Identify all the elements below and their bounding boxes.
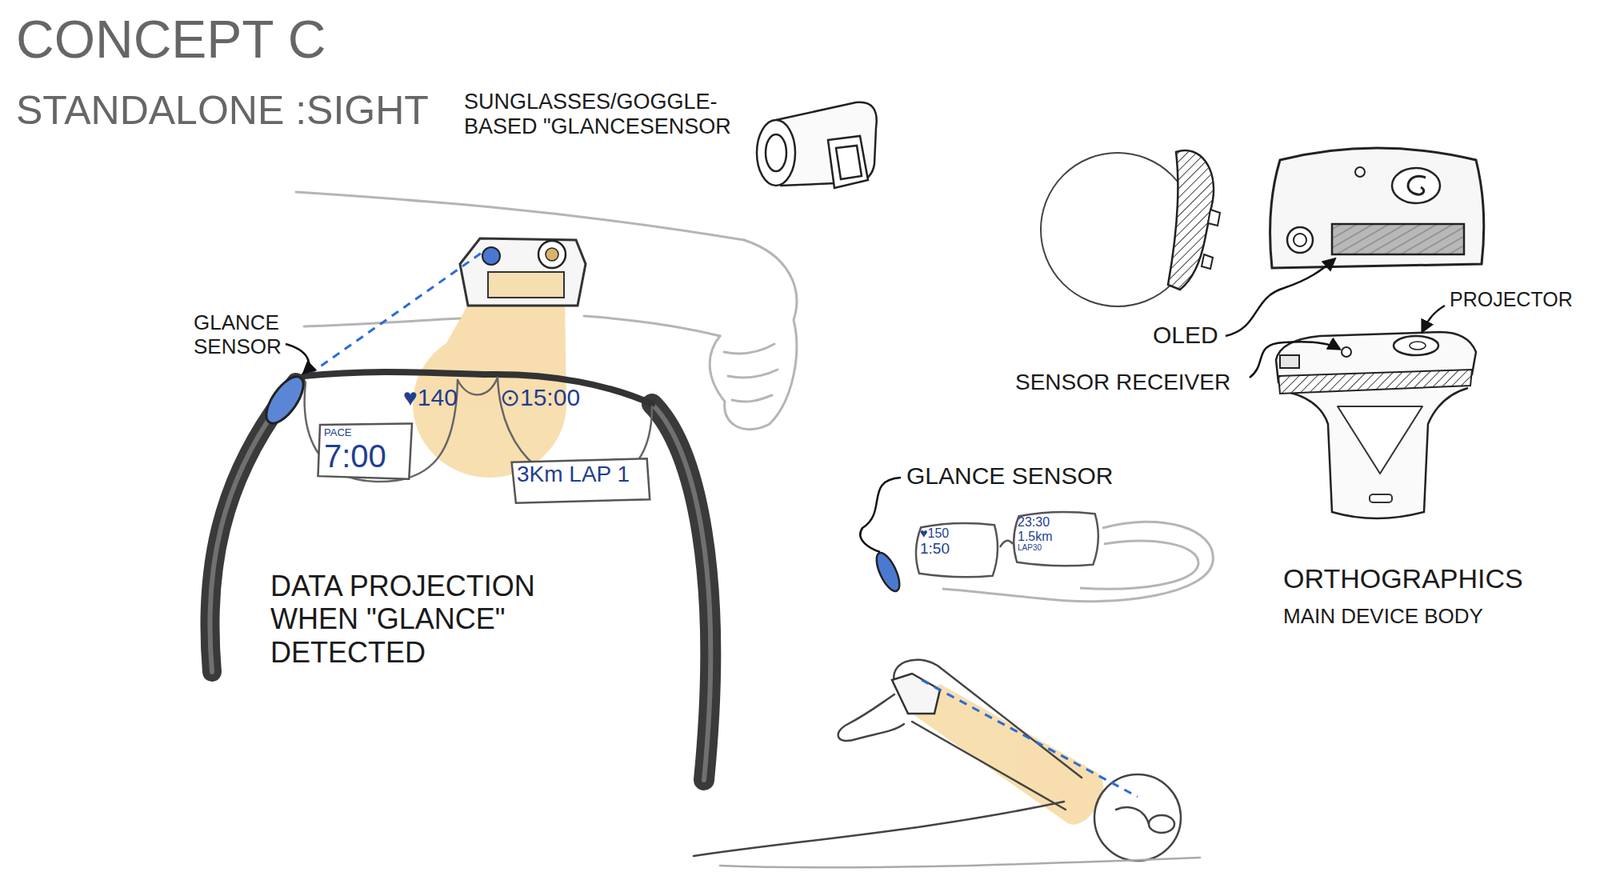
glance-sensor-module	[756, 102, 877, 188]
leader-line	[1225, 259, 1445, 378]
goggle-lens: 23:301.5kmLAP30	[1009, 510, 1103, 568]
hud-readout: 1:50	[920, 540, 950, 558]
view-subtitle: MAIN DEVICE BODY	[1283, 604, 1484, 629]
callout-label: GLANCE SENSOR	[906, 462, 1113, 491]
swimmer-sketch	[693, 660, 1200, 868]
callout-label: PROJECTOR	[1449, 288, 1573, 312]
hud-readout: 7:00	[324, 438, 387, 474]
hud-readout: ⊙15:00	[500, 384, 580, 412]
hud-readout: 1.5km	[1017, 529, 1053, 544]
wrist-device	[892, 673, 940, 714]
annotation: SUNGLASSES/GOGGLE- BASED "GLANCESENSOR	[464, 89, 784, 140]
top-view	[1270, 148, 1484, 268]
goggle-lens: ♥1501:50	[912, 521, 1002, 580]
sunglasses	[209, 372, 711, 780]
glance-ray	[297, 252, 482, 383]
hud-readout: ♥150	[920, 526, 949, 541]
leader-line	[860, 477, 901, 552]
title: CONCEPT C	[16, 9, 327, 71]
hud-pane: PACE7:00	[316, 422, 416, 481]
glance-sensor	[259, 371, 311, 430]
hud-readout: PACE	[324, 427, 352, 439]
side-view	[1040, 150, 1220, 307]
view-title: ORTHOGRAPHICS	[1283, 563, 1524, 595]
hud-readout: ♥140	[403, 384, 458, 412]
hud-pane: 3Km LAP 1	[508, 457, 652, 504]
subtitle: STANDALONE :SIGHT	[16, 88, 429, 135]
leader-line	[285, 344, 309, 373]
hud-readout: 3Km LAP 1	[516, 462, 630, 488]
glance-ray	[921, 680, 1138, 797]
annotation: DATA PROJECTION WHEN "GLANCE" DETECTED	[270, 569, 607, 669]
hud-readout: LAP30	[1017, 543, 1042, 552]
goggle-bridge	[1000, 540, 1013, 548]
forearm-sketch	[296, 192, 797, 430]
glance-sensor	[872, 549, 904, 595]
front-view	[1276, 332, 1476, 519]
hud-readout: 23:30	[1017, 515, 1050, 530]
wrist-device	[460, 238, 586, 306]
callout-label: OLED	[1152, 321, 1219, 350]
callout-label: GLANCE SENSOR	[193, 311, 306, 360]
callout-label: SENSOR RECEIVER	[1015, 369, 1231, 396]
